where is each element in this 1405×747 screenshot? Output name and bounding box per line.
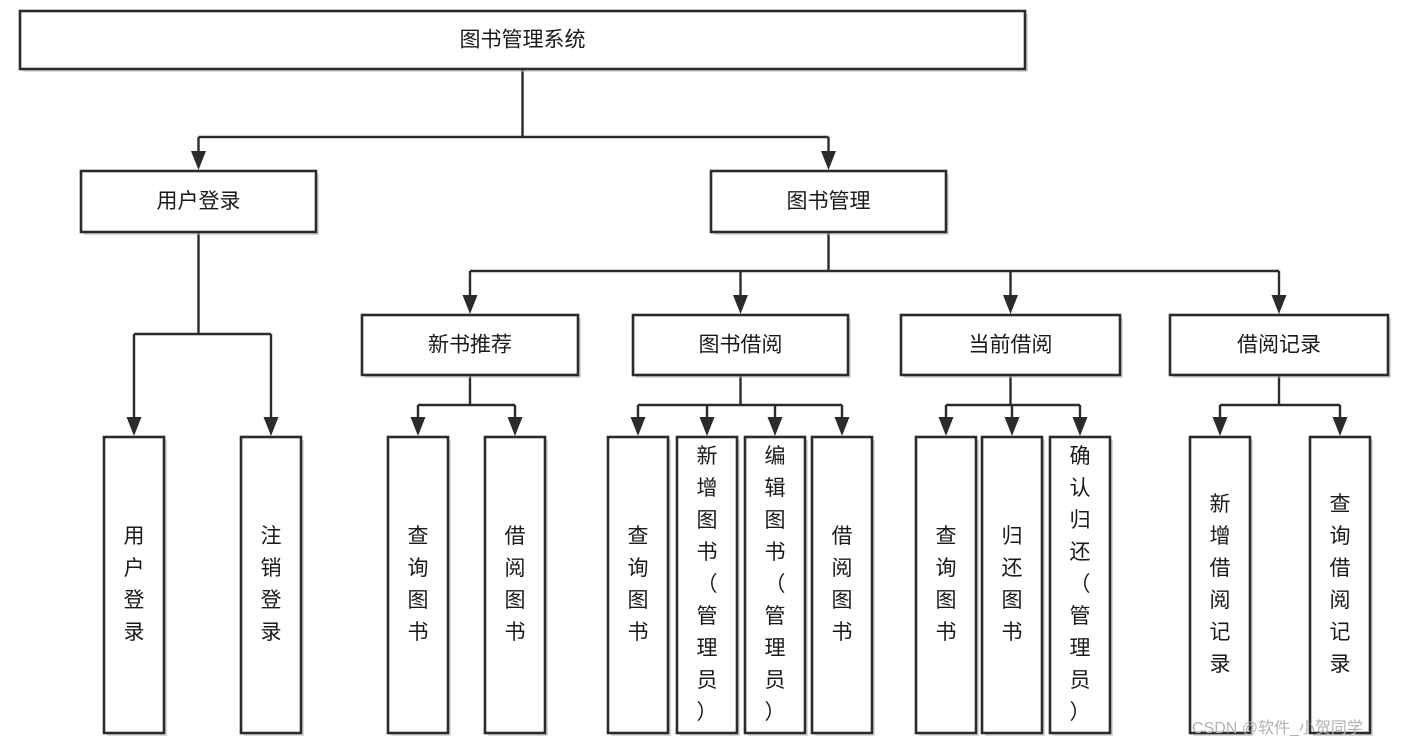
node-leaf-user-login[interactable]: 用户登录 (102, 435, 167, 736)
node-borrow-record[interactable]: 借阅记录 (1168, 313, 1391, 378)
node-label: 编辑图书（管理员） (765, 445, 786, 724)
node-label: 注销登录 (261, 525, 282, 644)
node-label: 查询借阅记录 (1330, 493, 1351, 676)
node-label: 用户登录 (157, 190, 241, 213)
edge-group-new-book-recommend (410, 375, 523, 436)
node-box[interactable] (980, 435, 1044, 735)
edge-group-borrow-record (1212, 375, 1348, 436)
node-leaf-borrow-book-1[interactable]: 借阅图书 (483, 435, 548, 736)
csdn-watermark: CSDN @软件_小贺同学 (1192, 719, 1363, 737)
node-box[interactable] (1048, 435, 1112, 735)
node-label: 用户登录 (124, 525, 145, 644)
node-box[interactable] (102, 435, 166, 735)
node-box[interactable] (899, 313, 1122, 377)
edge-group-user-login (126, 232, 279, 436)
node-leaf-add-book[interactable]: 新增图书（管理员） (675, 435, 740, 736)
node-box[interactable] (239, 435, 303, 735)
node-label: 当前借阅 (969, 334, 1053, 357)
node-layer: 图书管理系统用户登录图书管理新书推荐图书借阅当前借阅借阅记录用户登录注销登录查询… (18, 9, 1391, 736)
node-box[interactable] (743, 435, 807, 735)
node-box[interactable] (1188, 435, 1252, 735)
node-label: 图书借阅 (699, 334, 783, 357)
node-label: 借阅记录 (1237, 334, 1321, 357)
node-label: 归还图书 (1002, 525, 1023, 644)
node-box[interactable] (606, 435, 670, 735)
node-label: 查询图书 (936, 525, 957, 644)
node-leaf-edit-book[interactable]: 编辑图书（管理员） (743, 435, 808, 736)
node-leaf-confirm-return[interactable]: 确认归还（管理员） (1048, 435, 1113, 736)
node-leaf-return-book[interactable]: 归还图书 (980, 435, 1045, 736)
node-box[interactable] (386, 435, 450, 735)
node-label: 新书推荐 (428, 334, 512, 357)
connector-layer (126, 69, 1348, 436)
edge-group-book-borrow (630, 375, 850, 436)
node-box[interactable] (1308, 435, 1372, 735)
node-box[interactable] (360, 313, 580, 377)
node-label: 借阅图书 (505, 525, 526, 644)
node-current-borrow[interactable]: 当前借阅 (899, 313, 1123, 378)
node-label: 查询图书 (408, 525, 429, 644)
node-label: 图书管理系统 (460, 29, 586, 52)
node-book-management[interactable]: 图书管理 (709, 169, 949, 235)
node-leaf-query-book-3[interactable]: 查询图书 (914, 435, 979, 736)
node-box[interactable] (810, 435, 874, 735)
node-new-book-recommend[interactable]: 新书推荐 (360, 313, 581, 378)
node-label: 图书管理 (787, 190, 871, 213)
node-user-login[interactable]: 用户登录 (79, 169, 319, 235)
node-leaf-query-book-2[interactable]: 查询图书 (606, 435, 671, 736)
node-box[interactable] (483, 435, 547, 735)
node-label: 新增图书（管理员） (697, 445, 718, 724)
node-box[interactable] (675, 435, 739, 735)
node-leaf-query-book-1[interactable]: 查询图书 (386, 435, 451, 736)
node-label: 查询图书 (628, 525, 649, 644)
node-leaf-borrow-book-2[interactable]: 借阅图书 (810, 435, 875, 736)
node-box[interactable] (79, 169, 318, 234)
edge-group-book-management (462, 232, 1287, 314)
node-book-borrow[interactable]: 图书借阅 (631, 313, 851, 378)
node-root[interactable]: 图书管理系统 (18, 9, 1028, 72)
node-leaf-logout[interactable]: 注销登录 (239, 435, 304, 736)
edge-group-root (191, 69, 836, 170)
node-box[interactable] (914, 435, 978, 735)
node-box[interactable] (1168, 313, 1390, 377)
node-box[interactable] (709, 169, 948, 234)
node-box[interactable] (18, 9, 1027, 71)
node-label: 新增借阅记录 (1210, 493, 1231, 676)
node-box[interactable] (631, 313, 850, 377)
node-leaf-query-record[interactable]: 查询借阅记录 (1308, 435, 1373, 736)
node-label: 借阅图书 (832, 525, 853, 644)
node-leaf-add-record[interactable]: 新增借阅记录 (1188, 435, 1253, 736)
edge-group-current-borrow (938, 375, 1088, 436)
node-label: 确认归还（管理员） (1070, 445, 1091, 724)
